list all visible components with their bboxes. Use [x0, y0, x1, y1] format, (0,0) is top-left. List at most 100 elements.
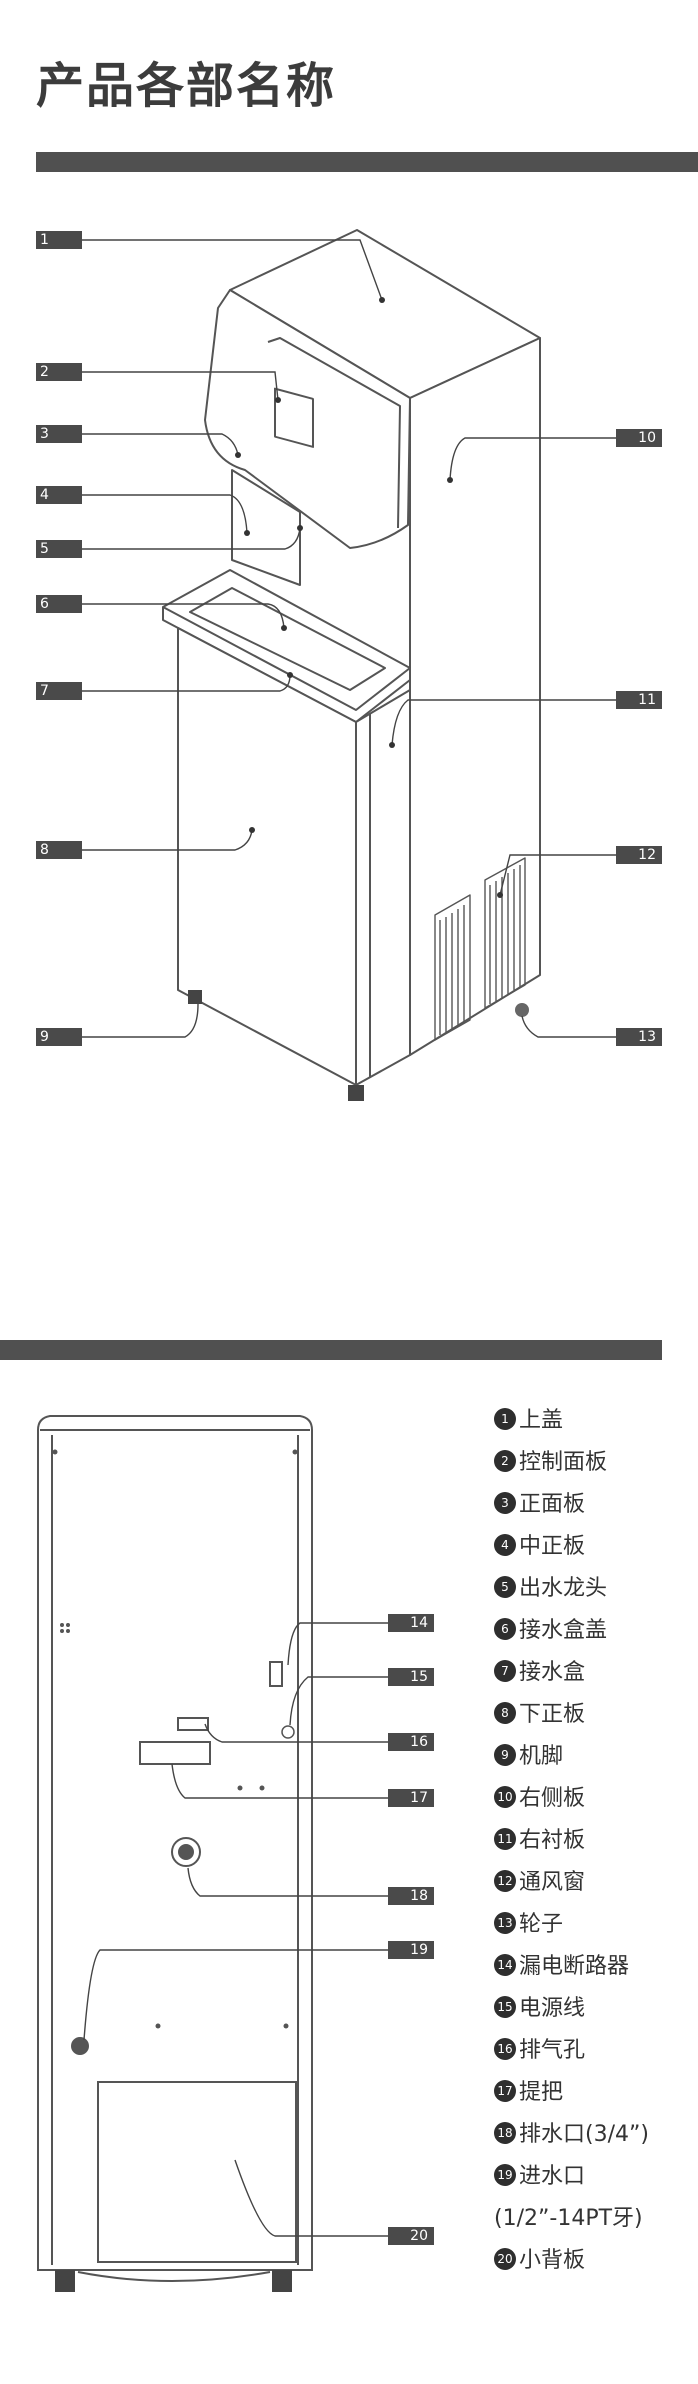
legend-text: 接水盒盖 [519, 1618, 608, 1643]
legend-text: 上盖 [519, 1408, 564, 1433]
drain-outlet [171, 1837, 201, 1867]
legend-number: 13 [494, 1912, 516, 1934]
legend-text: 小背板 [519, 2248, 586, 2273]
legend-number: 7 [494, 1660, 516, 1682]
legend-number: 8 [494, 1702, 516, 1724]
legend-text: 漏电断路器 [519, 1954, 630, 1979]
drip-tray-inner [189, 587, 386, 691]
back-view-drawing [37, 1415, 313, 2292]
legend-number: 4 [494, 1534, 516, 1556]
legend-text: 排气孔 [519, 2038, 586, 2063]
title-divider [36, 152, 698, 172]
small-back-panel [97, 2081, 297, 2263]
label-6: 6 [36, 595, 82, 613]
label-4: 4 [36, 486, 82, 504]
foot [188, 990, 202, 1004]
legend-number: 9 [494, 1744, 516, 1766]
legend-number: 5 [494, 1576, 516, 1598]
legend-text: 机脚 [519, 1744, 564, 1769]
label-2: 2 [36, 363, 82, 381]
label-10: 10 [616, 429, 662, 447]
legend-number: 11 [494, 1828, 516, 1850]
handle [139, 1741, 211, 1765]
label-9: 9 [36, 1028, 82, 1046]
label-13: 13 [616, 1028, 662, 1046]
legend-number: 6 [494, 1618, 516, 1640]
legend-text: 下正板 [519, 1702, 586, 1727]
label-16: 16 [388, 1733, 434, 1751]
label-19: 19 [388, 1941, 434, 1959]
label-1: 1 [36, 231, 82, 249]
label-20: 20 [388, 2227, 434, 2245]
legend-number: 15 [494, 1996, 516, 2018]
right-lining [355, 689, 411, 1086]
label-14: 14 [388, 1614, 434, 1632]
label-15: 15 [388, 1668, 434, 1686]
legend-number: 2 [494, 1450, 516, 1472]
legend-text: 电源线 [519, 1996, 586, 2021]
legend-text: 排水口(3/4”) [519, 2122, 649, 2147]
label-12: 12 [616, 846, 662, 864]
legend-number: 18 [494, 2122, 516, 2144]
label-11: 11 [616, 691, 662, 709]
legend-text: 通风窗 [519, 1870, 586, 1895]
legend-text: 右衬板 [519, 1828, 586, 1853]
legend-text: 出水龙头 [519, 1576, 608, 1601]
legend-number: 12 [494, 1870, 516, 1892]
legend-text: 轮子 [519, 1912, 564, 1937]
water-inlet [71, 2037, 89, 2055]
label-3: 3 [36, 425, 82, 443]
legend-number: 19 [494, 2164, 516, 2186]
foot [348, 1085, 364, 1101]
legend-number: 20 [494, 2248, 516, 2270]
display-screen [274, 387, 314, 448]
middle-panel [231, 469, 301, 586]
vent-hole [177, 1717, 209, 1731]
legend-text: 右侧板 [519, 1786, 586, 1811]
legend-number: 16 [494, 2038, 516, 2060]
legend-number: 17 [494, 2080, 516, 2102]
legend-number: 14 [494, 1954, 516, 1976]
legend-text: 进水口 [519, 2164, 586, 2189]
legend-number: 10 [494, 1786, 516, 1808]
label-8: 8 [36, 841, 82, 859]
legend-number: 1 [494, 1408, 516, 1430]
legend-text: 控制面板 [519, 1450, 608, 1475]
legend-text: 提把 [519, 2080, 564, 2105]
leakage-breaker [269, 1661, 283, 1687]
legend-text: (1/2”-14PT牙) [494, 2206, 643, 2231]
wheel [515, 1003, 529, 1017]
legend-text: 正面板 [519, 1492, 586, 1517]
section-divider [0, 1340, 662, 1360]
label-7: 7 [36, 682, 82, 700]
label-17: 17 [388, 1789, 434, 1807]
page-title: 产品各部名称 [36, 58, 337, 114]
label-18: 18 [388, 1887, 434, 1905]
legend-text: 中正板 [519, 1534, 586, 1559]
label-5: 5 [36, 540, 82, 558]
legend-text: 接水盒 [519, 1660, 586, 1685]
legend-item-continued: (1/2”-14PT牙) [494, 2198, 649, 2240]
